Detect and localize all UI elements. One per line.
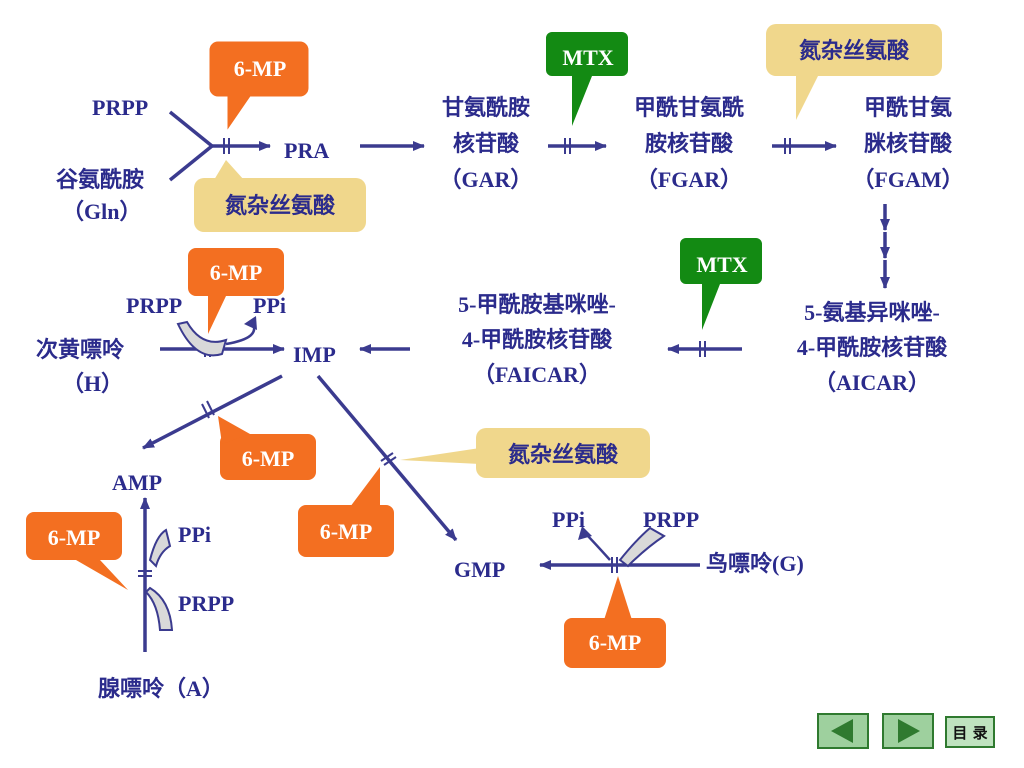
inhibitor-6mp-label-6: 6-MP xyxy=(589,630,642,655)
faicar-label-line3: （FAICAR） xyxy=(473,362,601,387)
gln-to-pra-line xyxy=(168,144,214,182)
g-prpp-label: PRPP xyxy=(643,507,699,532)
fgar-label-line3: （FGAR） xyxy=(636,167,742,192)
g-prpp-curve xyxy=(618,526,666,568)
faicar-label-line1: 5-甲酰胺基咪唑- xyxy=(458,292,616,317)
hypoxanthine-label-line1: 次黄嘌呤 xyxy=(36,337,125,362)
inhibitor-mtx-label-1: MTX xyxy=(562,45,613,70)
imp-label: IMP xyxy=(293,342,336,367)
fgar-label-line2: 胺核苷酸 xyxy=(645,131,734,156)
aicar-label-line3: （AICAR） xyxy=(814,370,930,395)
hx-prpp-curve xyxy=(176,320,228,357)
fgam-label-line1: 甲酰甘氨 xyxy=(864,95,952,120)
adenine-label: 腺嘌呤（A） xyxy=(98,676,224,701)
inhibitor-mtx-label-2: MTX xyxy=(696,252,747,277)
inhibitor-6mp-callout-3: 6-MP xyxy=(218,416,316,480)
triangle-left-icon xyxy=(831,719,853,743)
pra-label: PRA xyxy=(284,138,329,163)
inhibitor-azaserine-callout-2: 氮杂丝氨酸 xyxy=(194,160,366,232)
inhibitor-6mp-label-3: 6-MP xyxy=(242,446,295,471)
inhibitor-6mp-callout-6: 6-MP xyxy=(564,576,666,668)
prpp-label: PRPP xyxy=(92,95,148,120)
inhibitor-mtx-callout-1: MTX xyxy=(546,32,628,126)
gar-label-line3: （GAR） xyxy=(440,167,533,192)
inhibitor-azaserine-label-1: 氮杂丝氨酸 xyxy=(799,38,910,63)
inhibitor-mtx-callout-2: MTX xyxy=(680,238,762,330)
a-ppi-label: PPi xyxy=(178,522,211,547)
inhibitor-azaserine-label-3: 氮杂丝氨酸 xyxy=(508,442,619,467)
salvage-cofactor-arrows xyxy=(144,316,666,631)
aicar-label-line1: 5-氨基异咪唑- xyxy=(804,300,940,325)
inhibitor-6mp-callout-2: 6-MP xyxy=(188,248,284,334)
prev-slide-button[interactable] xyxy=(817,713,869,749)
inhibitor-6mp-callout-1: 6-MP xyxy=(209,41,309,130)
inhibitor-6mp-callout-4: 6-MP xyxy=(298,467,394,557)
inhibitor-azaserine-label-2: 氮杂丝氨酸 xyxy=(225,193,336,218)
fgam-label-line3: （FGAM） xyxy=(852,167,963,192)
inhibitor-6mp-callout-5: 6-MP xyxy=(26,512,128,590)
fgar-label-line1: 甲酰甘氨酰 xyxy=(634,95,744,120)
faicar-label-line2: 4-甲酰胺核苷酸 xyxy=(462,327,613,352)
gln-label-line1: 谷氨酰胺 xyxy=(56,167,144,192)
gln-label-line2: （Gln） xyxy=(62,199,141,224)
a-prpp-curve xyxy=(144,586,174,631)
inhibitor-6mp-label-4: 6-MP xyxy=(320,519,373,544)
hx-prpp-label: PRPP xyxy=(126,293,182,318)
g-ppi-label: PPi xyxy=(552,507,585,532)
gar-label-line1: 甘氨酰胺 xyxy=(442,95,530,120)
gar-label-line2: 核苷酸 xyxy=(453,131,520,156)
guanine-label: 鸟嘌呤(G) xyxy=(706,551,804,576)
inhibitor-6mp-label-2: 6-MP xyxy=(210,260,263,285)
a-prpp-label: PRPP xyxy=(178,591,234,616)
inhibitor-azaserine-callout-1: 氮杂丝氨酸 xyxy=(766,24,942,120)
next-slide-button[interactable] xyxy=(882,713,934,749)
inhibitor-6mp-label-1: 6-MP xyxy=(234,56,287,81)
gmp-label: GMP xyxy=(454,557,505,582)
prpp-to-pra-line xyxy=(168,110,214,148)
fgam-label-line2: 脒核苷酸 xyxy=(864,131,953,156)
hypoxanthine-label-line2: （H） xyxy=(62,371,123,396)
hx-ppi-label: PPi xyxy=(253,293,286,318)
aicar-label-line2: 4-甲酰胺核苷酸 xyxy=(797,335,948,360)
triangle-right-icon xyxy=(898,719,920,743)
inhibitor-azaserine-callout-3: 氮杂丝氨酸 xyxy=(400,428,650,478)
table-of-contents-button[interactable]: 目 录 xyxy=(945,716,995,748)
amp-label: AMP xyxy=(112,470,162,495)
inhibitor-6mp-label-5: 6-MP xyxy=(48,525,101,550)
